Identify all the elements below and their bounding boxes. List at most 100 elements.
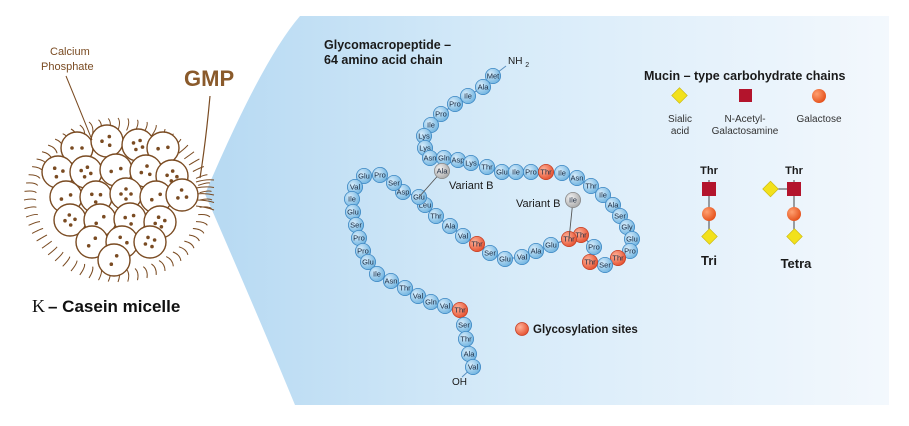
micelle-strand	[198, 213, 211, 218]
calcium-phosphate-label-line2: Phosphate	[41, 61, 94, 73]
residue	[446, 96, 463, 113]
calcium-phosphate-dot	[93, 200, 98, 204]
residue-label: Thr	[481, 163, 493, 172]
residue	[459, 88, 476, 105]
micelle-strand	[126, 269, 130, 282]
variant-b-label-ala: Variant B	[449, 180, 493, 192]
residue-label: Val	[468, 363, 479, 372]
residue-label: Thr	[471, 240, 483, 249]
c-terminus-label: OH	[452, 377, 467, 388]
calcium-phosphate-dot	[131, 213, 136, 218]
micelle-strand	[117, 117, 120, 131]
gmp-strand	[195, 179, 215, 183]
calcium-phosphate-dot	[119, 192, 123, 196]
calcium-phosphate-dot	[85, 165, 90, 169]
tri-galnac	[702, 182, 716, 196]
calcium-phosphate-dot	[89, 171, 93, 176]
calcium-phosphate-dot	[100, 139, 104, 143]
calcium-phosphate-dot	[179, 188, 184, 192]
residue-label: Ser	[350, 221, 362, 230]
micelle-strand	[142, 266, 148, 279]
residue-label: Ile	[348, 195, 356, 204]
calcium-phosphate-dot	[80, 146, 84, 150]
galnac-legend: N-Acetyl- Galactosamine	[712, 89, 779, 137]
residue	[583, 177, 600, 194]
submicelle	[133, 225, 167, 259]
calcium-phosphate-dot	[79, 168, 83, 173]
calcium-phosphate-dot	[139, 170, 144, 175]
calcium-phosphate-dot	[156, 215, 161, 219]
calcium-phosphate-dot	[143, 242, 148, 246]
micelle-strand	[172, 251, 182, 261]
calcium-phosphate-dot	[184, 195, 189, 199]
calcium-phosphate-dot	[163, 218, 167, 223]
residue-label: Val	[458, 232, 469, 241]
residue-label: Glu	[499, 255, 511, 264]
residue-label: Pro	[624, 247, 636, 256]
calcium-phosphate-dot	[102, 214, 106, 219]
residue-label: Glu	[496, 168, 508, 177]
residue-label: Ala	[531, 247, 543, 256]
residue-label: Thr	[454, 306, 466, 315]
residue-label: Thr	[575, 231, 587, 240]
residue	[554, 164, 571, 181]
residue-label: Glu	[626, 235, 638, 244]
residue-label: Val	[413, 292, 424, 301]
residue-label: Ala	[608, 201, 620, 210]
residue	[514, 248, 531, 265]
submicelle	[165, 178, 199, 212]
gmp-leader	[199, 95, 211, 179]
micelle-strand	[24, 190, 37, 194]
calcium-phosphate-dot	[124, 187, 128, 191]
residue-label: Ile	[464, 92, 472, 101]
calcium-phosphate-dot	[86, 244, 91, 248]
micelle-strand	[184, 151, 195, 160]
residue-label: Pro	[357, 247, 369, 256]
micelle-strand	[23, 198, 37, 201]
residue-label: Thr	[540, 168, 552, 177]
residue-label: Pro	[588, 243, 600, 252]
micelle-strand	[151, 263, 157, 275]
calcium-phosphate-dot	[67, 213, 72, 217]
calcium-phosphate-dot	[150, 244, 154, 249]
residue-label: Pro	[435, 110, 447, 119]
residue	[427, 207, 444, 224]
micelle-strand	[41, 240, 53, 249]
tri-structure: Thr Tri	[700, 165, 718, 268]
micelle-strand	[28, 174, 41, 179]
calcium-phosphate-dot	[63, 218, 67, 223]
casein-micelle	[23, 117, 215, 283]
residue-label: Pro	[374, 171, 386, 180]
residue-label: Ile	[512, 168, 520, 177]
residue-glycosylated	[582, 253, 599, 270]
calcium-phosphate-dot	[119, 166, 123, 171]
calcium-phosphate-leader	[65, 75, 93, 141]
tetra-anchor-label: Thr	[785, 165, 803, 177]
micelle-strand	[198, 182, 211, 186]
calcium-phosphate-dot	[94, 221, 98, 226]
residue	[595, 186, 612, 203]
residue	[355, 167, 372, 184]
calcium-phosphate-dot	[140, 145, 145, 149]
residue-label: Thr	[430, 212, 442, 221]
residue	[371, 166, 388, 183]
calcium-phosphate-dot	[123, 215, 127, 220]
residue	[462, 154, 479, 171]
calcium-phosphate-dot	[52, 166, 57, 170]
tri-galactose	[702, 207, 716, 221]
residue	[622, 242, 639, 259]
residue	[586, 238, 603, 255]
calcium-phosphate-dot	[107, 143, 112, 147]
micelle-strand	[150, 125, 157, 137]
micelle-strand	[195, 174, 208, 179]
residue	[464, 358, 481, 375]
calcium-phosphate-dot	[114, 254, 119, 258]
calcium-phosphate-dot	[54, 174, 59, 179]
calcium-phosphate-dot	[138, 138, 142, 143]
galactose-legend: Galactose	[796, 89, 842, 125]
residue	[436, 297, 453, 314]
residue	[454, 227, 471, 244]
residue-label: Thr	[460, 335, 472, 344]
calcium-phosphate-dot	[145, 164, 149, 168]
